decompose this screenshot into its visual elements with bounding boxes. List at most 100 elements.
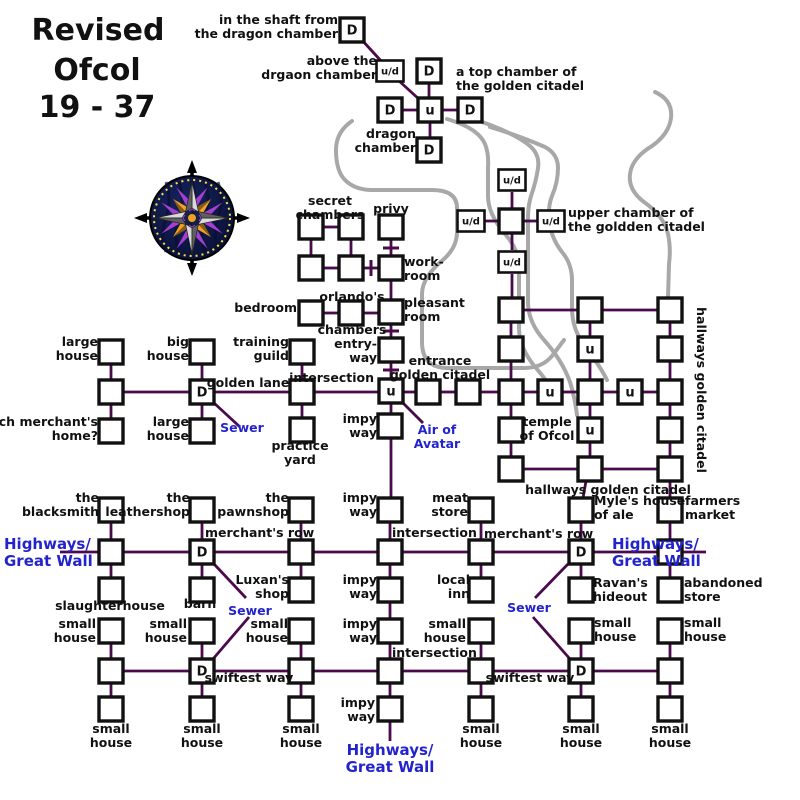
room-box [376,617,404,645]
room-box [297,299,325,327]
room-box [288,416,316,444]
room-box [497,296,525,324]
room-box [656,496,684,524]
room-box: D [338,16,366,44]
map-label: merchant's row [484,526,594,541]
room-box: D [188,378,216,406]
compass-pointer [134,213,154,223]
room-box [376,576,404,604]
room-letter: D [197,665,208,680]
room-letter: u [585,424,594,439]
road-segment [531,616,572,660]
room-box [188,617,216,645]
compass-pointer [187,256,197,276]
compass-rose [134,160,250,276]
room-letter: D [576,665,587,680]
room-box: u [576,335,604,363]
room-box [656,617,684,645]
room-box [97,695,125,723]
room-letter: u/d [462,217,480,228]
room-letter: u/d [381,67,399,78]
map-label: chambers [318,322,387,337]
room-box [656,455,684,483]
room-box [567,695,595,723]
room-box: u [616,378,644,406]
room-letter: D [465,104,476,119]
map-label: bedroom [234,300,297,315]
room-box: u [377,377,405,405]
room-box [188,417,216,445]
room-letter: u [625,386,634,401]
map-label: swiftest way [486,670,575,685]
room-box [376,657,404,685]
room-box [497,335,525,363]
room-box [497,416,525,444]
room-box [414,378,442,406]
room-box [467,695,495,723]
room-box [576,296,604,324]
room-letter: u [585,343,594,358]
room-box [656,538,684,566]
room-box [287,695,315,723]
map-label: barn [184,596,216,611]
room-letter: D [424,144,435,159]
room-box [97,378,125,406]
room-box: D [188,657,216,685]
room-letter: D [197,386,208,401]
room-letter: D [347,24,358,39]
room-box [297,254,325,282]
map-label: intersection [289,370,374,385]
room-letter: u/d [542,217,560,228]
room-letter: u/d [503,258,521,269]
room-box [337,213,365,241]
room-box [337,254,365,282]
room-box: u/d [456,209,486,233]
room-box [188,695,216,723]
room-box: u [536,378,564,406]
room-box: u/d [375,59,405,83]
room-box: D [567,657,595,685]
road-segment [581,480,588,499]
room-box [97,538,125,566]
compass-pointer [187,160,197,180]
room-letter: u [545,386,554,401]
road-segment [211,616,251,660]
room-box [467,496,495,524]
room-box [467,538,495,566]
room-box [377,213,405,241]
room-box [377,254,405,282]
road-segment [401,401,424,424]
room-box [497,378,525,406]
room-box [656,695,684,723]
map-label: Ofcol [53,53,140,88]
room-box [97,496,125,524]
room-box [97,657,125,685]
room-box [288,378,316,406]
room-box [287,617,315,645]
room-box [297,213,325,241]
map-label: privy [373,201,409,216]
room-box [576,378,604,406]
room-box [337,299,365,327]
room-box [576,455,604,483]
